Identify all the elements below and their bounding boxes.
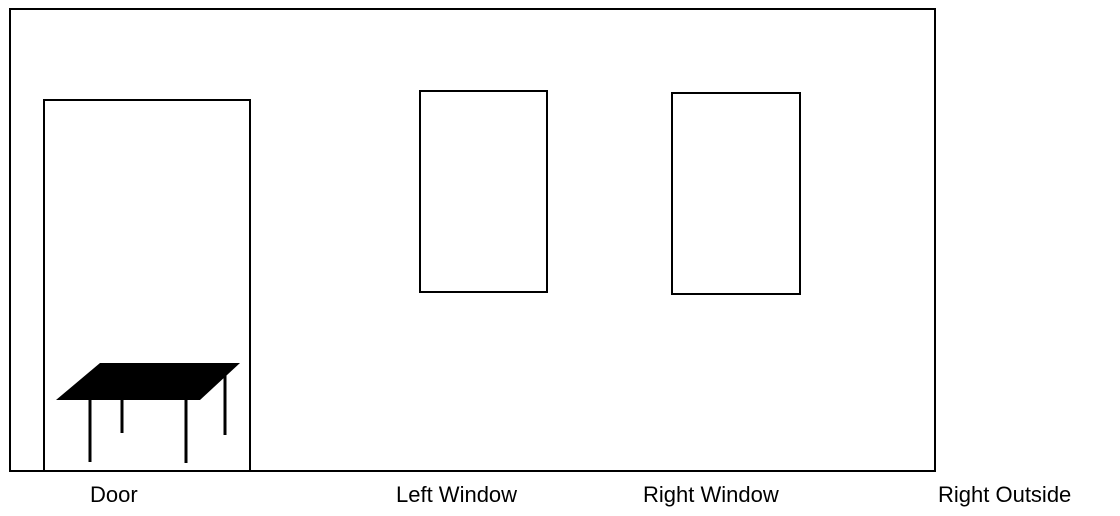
door xyxy=(43,99,251,472)
right-window-label: Right Window xyxy=(643,482,779,507)
right-outside-label: Right Outside xyxy=(938,482,1072,507)
door-label: Door xyxy=(90,482,138,507)
table-icon xyxy=(56,363,240,463)
left-window xyxy=(419,90,548,293)
right-window xyxy=(671,92,801,295)
wall-outline xyxy=(9,8,936,472)
table-top xyxy=(56,363,240,400)
left-window-label: Left Window xyxy=(396,482,518,507)
